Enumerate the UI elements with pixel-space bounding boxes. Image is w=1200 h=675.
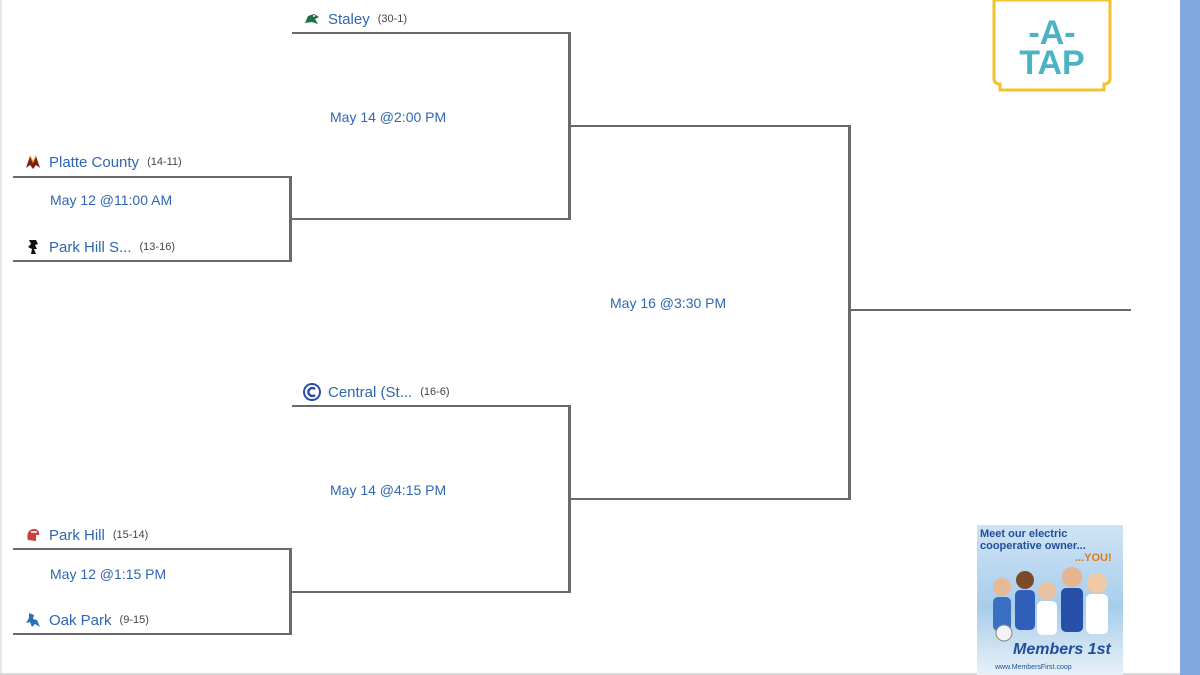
line-r1g2-join xyxy=(289,548,292,635)
line-r1g2-bottom xyxy=(13,633,291,635)
line-r1g1-bottom xyxy=(13,260,291,262)
team-record: (13-16) xyxy=(139,241,175,253)
ad-text-line1: Meet our electric xyxy=(980,528,1068,540)
team-platte-county[interactable]: Platte County (14-11) xyxy=(24,153,182,171)
team-park-hill[interactable]: Park Hill (15-14) xyxy=(24,526,148,544)
team-central[interactable]: Central (St... (16-6) xyxy=(303,383,450,401)
line-final-top xyxy=(571,125,850,127)
line-final-bottom xyxy=(571,498,850,500)
central-logo-icon xyxy=(303,383,321,401)
team-record: (15-14) xyxy=(112,529,149,541)
team-staley[interactable]: Staley (30-1) xyxy=(303,10,407,28)
sponsor-logo-text-2: TAP xyxy=(1019,44,1084,82)
team-record: (16-6) xyxy=(420,386,450,398)
team-oak-park[interactable]: Oak Park (9-15) xyxy=(24,611,149,629)
line-r2g1-top xyxy=(292,32,570,34)
sponsor-logo-text-1: -A- xyxy=(1028,14,1075,52)
bottom-divider xyxy=(0,673,1180,675)
game-time-r1g1[interactable]: May 12 @11:00 AM xyxy=(50,192,173,208)
team-name: Central (St... xyxy=(328,383,413,401)
ad-brand-name: Members 1st xyxy=(1013,641,1111,658)
line-r1g1-top xyxy=(13,176,291,178)
game-time-r1g2[interactable]: May 12 @1:15 PM xyxy=(50,566,167,582)
ad-url: www.MembersFirst.coop xyxy=(995,664,1072,671)
staley-logo-icon xyxy=(303,10,321,28)
game-time-r2g1[interactable]: May 14 @2:00 PM xyxy=(330,109,447,125)
oak-park-logo-icon xyxy=(24,611,42,629)
platte-county-logo-icon xyxy=(24,153,42,171)
line-r2g1-join xyxy=(568,32,571,220)
ad-text-you: ...YOU! xyxy=(1075,552,1112,564)
line-r2g2-bottom xyxy=(292,591,570,593)
game-time-final[interactable]: May 16 @3:30 PM xyxy=(610,295,727,311)
team-record: (9-15) xyxy=(119,614,149,626)
line-r1g2-top xyxy=(13,548,291,550)
line-final-join xyxy=(848,125,851,500)
line-champion xyxy=(851,309,1131,311)
team-name: Platte County xyxy=(49,153,140,171)
sponsor-logo[interactable]: -A- TAP xyxy=(992,0,1112,96)
right-scroll-strip xyxy=(1180,0,1200,675)
game-time-r2g2[interactable]: May 14 @4:15 PM xyxy=(330,482,447,498)
team-name: Park Hill xyxy=(49,526,105,544)
page-left-border xyxy=(0,0,2,675)
line-r2g2-join xyxy=(568,405,571,593)
ad-banner[interactable]: Meet our electric cooperative owner... .… xyxy=(977,525,1123,675)
team-record: (30-1) xyxy=(377,13,408,25)
team-park-hill-south[interactable]: Park Hill S... (13-16) xyxy=(24,238,175,256)
line-r2g2-top xyxy=(292,405,570,407)
ad-text-line2: cooperative owner... xyxy=(980,540,1086,552)
team-name: Oak Park xyxy=(49,611,112,629)
park-hill-logo-icon xyxy=(24,526,42,544)
park-hill-south-logo-icon xyxy=(24,238,42,256)
team-record: (14-11) xyxy=(147,156,182,168)
team-name: Staley xyxy=(328,10,370,28)
team-name: Park Hill S... xyxy=(49,238,132,256)
ad-photo-people-icon xyxy=(993,567,1108,642)
line-r1g1-join xyxy=(289,176,292,262)
line-r2g1-bottom xyxy=(292,218,570,220)
